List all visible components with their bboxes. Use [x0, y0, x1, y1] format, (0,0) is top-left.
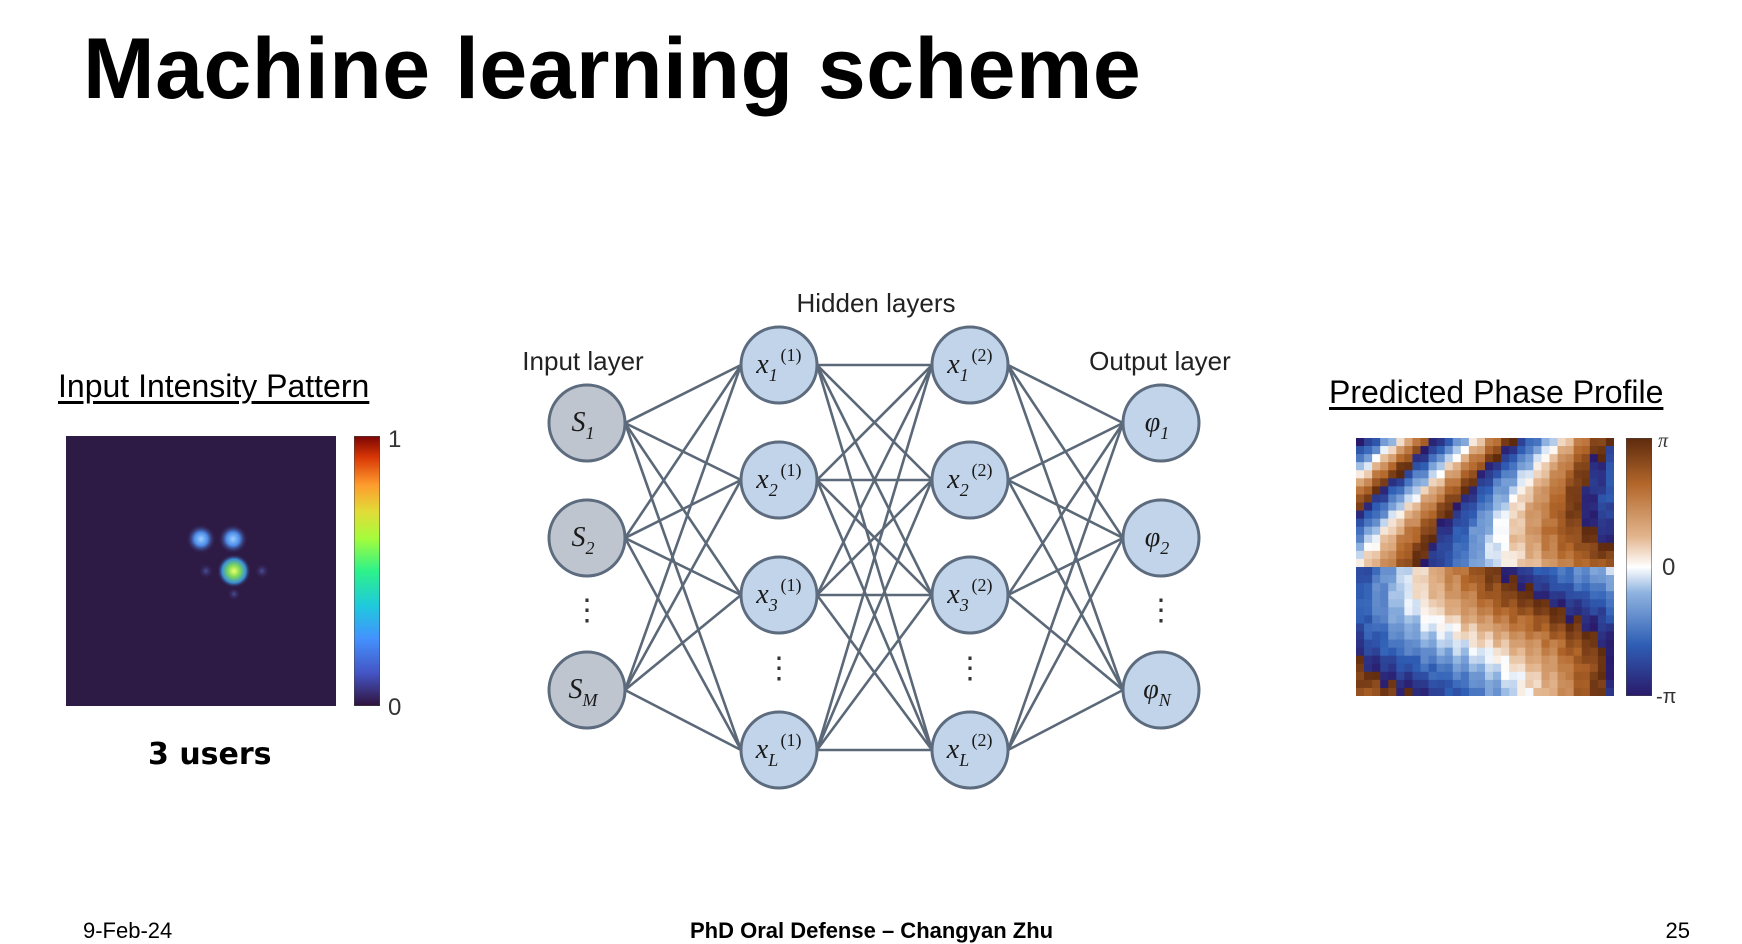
hidden2-node-3: x3(2) [930, 555, 1010, 635]
hidden1-node-label: x3 [755, 579, 777, 615]
network-edge [624, 688, 742, 752]
network-nodes: S1S2SMx1(1)x2(1)x3(1)xL(1)x1(2)x2(2)x3(2… [547, 325, 1201, 790]
output-node-N: φN [1121, 650, 1201, 730]
hidden2-node-label: xL [946, 734, 969, 770]
network-edge [623, 479, 743, 691]
hidden1-node-1: x1(1) [739, 325, 819, 405]
hidden2-node-label: x2 [946, 464, 968, 500]
network-edge [624, 478, 742, 540]
hidden1-node-superscript: (1) [781, 460, 802, 481]
hidden1-node-superscript: (1) [781, 345, 802, 366]
network-edge [623, 364, 743, 539]
user-spot-2 [218, 524, 248, 554]
network-edge [1007, 421, 1124, 482]
network-edge [623, 364, 743, 691]
footer-presentation-title: PhD Oral Defense – Changyan Zhu [690, 918, 1054, 943]
network-edge [816, 364, 933, 481]
hidden1-node-label: x1 [755, 349, 777, 385]
hidden1-ellipsis: ⋮ [764, 652, 794, 685]
hidden2-node-superscript: (2) [972, 730, 993, 751]
slide-title: Machine learning scheme [83, 21, 1142, 117]
input-layer-label: Input layer [522, 346, 644, 376]
input-intensity-heatmap [66, 436, 336, 706]
network-edge [624, 536, 742, 597]
network-edge [1006, 422, 1125, 751]
intensity-colorbar-max: 1 [388, 426, 402, 453]
input-node-label: S1 [572, 407, 595, 443]
network-edge [624, 593, 742, 692]
network-edge [1006, 364, 1125, 691]
network-edge [815, 594, 934, 751]
output-node-2: φ2 [1121, 498, 1201, 578]
output-layer-label: Output layer [1089, 346, 1231, 376]
hidden2-ellipsis: ⋮ [955, 652, 985, 685]
intensity-colorbar [354, 436, 380, 706]
network-edge [816, 479, 933, 596]
network-edges [623, 363, 1125, 752]
network-edge [1007, 536, 1124, 597]
network-edge [1006, 422, 1125, 596]
hidden2-node-1: x1(2) [930, 325, 1010, 405]
network-edge [815, 479, 934, 751]
hidden2-node-label: x1 [946, 349, 968, 385]
predicted-phase-heatmap [1356, 438, 1614, 696]
phase-colorbar-mid: 0 [1662, 554, 1676, 581]
input-node-1: S1 [547, 383, 627, 463]
network-edge [1006, 537, 1125, 751]
output-node-label: φN [1143, 674, 1172, 710]
hidden1-node-superscript: (1) [781, 575, 802, 596]
output-node-1: φ1 [1121, 383, 1201, 463]
hidden1-node-superscript: (1) [781, 730, 802, 751]
user-spot-1 [186, 524, 216, 554]
input-node-label: S2 [572, 522, 595, 558]
network-edge [624, 363, 742, 425]
hidden1-node-3: x3(1) [739, 555, 819, 635]
network-edge [815, 364, 934, 751]
phase-profile-title: Predicted Phase Profile [1329, 374, 1664, 410]
hidden1-node-label: x2 [755, 464, 777, 500]
input-node-M: SM [547, 650, 627, 730]
hidden1-node-label: xL [755, 734, 778, 770]
hidden2-node-L: xL(2) [930, 710, 1010, 790]
output-node-label: φ2 [1145, 522, 1170, 558]
footer-page-number: 25 [1665, 918, 1690, 943]
hidden2-node-label: x3 [946, 579, 968, 615]
footer-date: 9-Feb-24 [83, 918, 173, 943]
hidden1-node-2: x2(1) [739, 440, 819, 520]
hidden2-node-superscript: (2) [972, 460, 993, 481]
network-edge [1007, 688, 1124, 752]
network-edge [1007, 363, 1124, 425]
output-node-label: φ1 [1145, 407, 1170, 443]
hidden2-node-2: x2(2) [930, 440, 1010, 520]
user-spot-3 [217, 554, 251, 588]
intensity-colorbar-min: 0 [388, 694, 402, 721]
phase-colorbar [1626, 438, 1652, 696]
users-caption: 3 users [148, 737, 272, 772]
hidden-layers-label: Hidden layers [797, 288, 956, 318]
input-pattern-title: Input Intensity Pattern [58, 368, 370, 404]
output-ellipsis: ⋮ [1146, 594, 1176, 627]
phase-colorbar-max: π [1658, 430, 1669, 452]
network-edge [815, 364, 934, 596]
hidden2-node-superscript: (2) [972, 345, 993, 366]
input-node-label: SM [569, 674, 599, 710]
input-node-2: S2 [547, 498, 627, 578]
phase-colorbar-min: -π [1656, 686, 1677, 708]
hidden2-node-superscript: (2) [972, 575, 993, 596]
input-ellipsis: ⋮ [572, 594, 602, 627]
hidden1-node-L: xL(1) [739, 710, 819, 790]
